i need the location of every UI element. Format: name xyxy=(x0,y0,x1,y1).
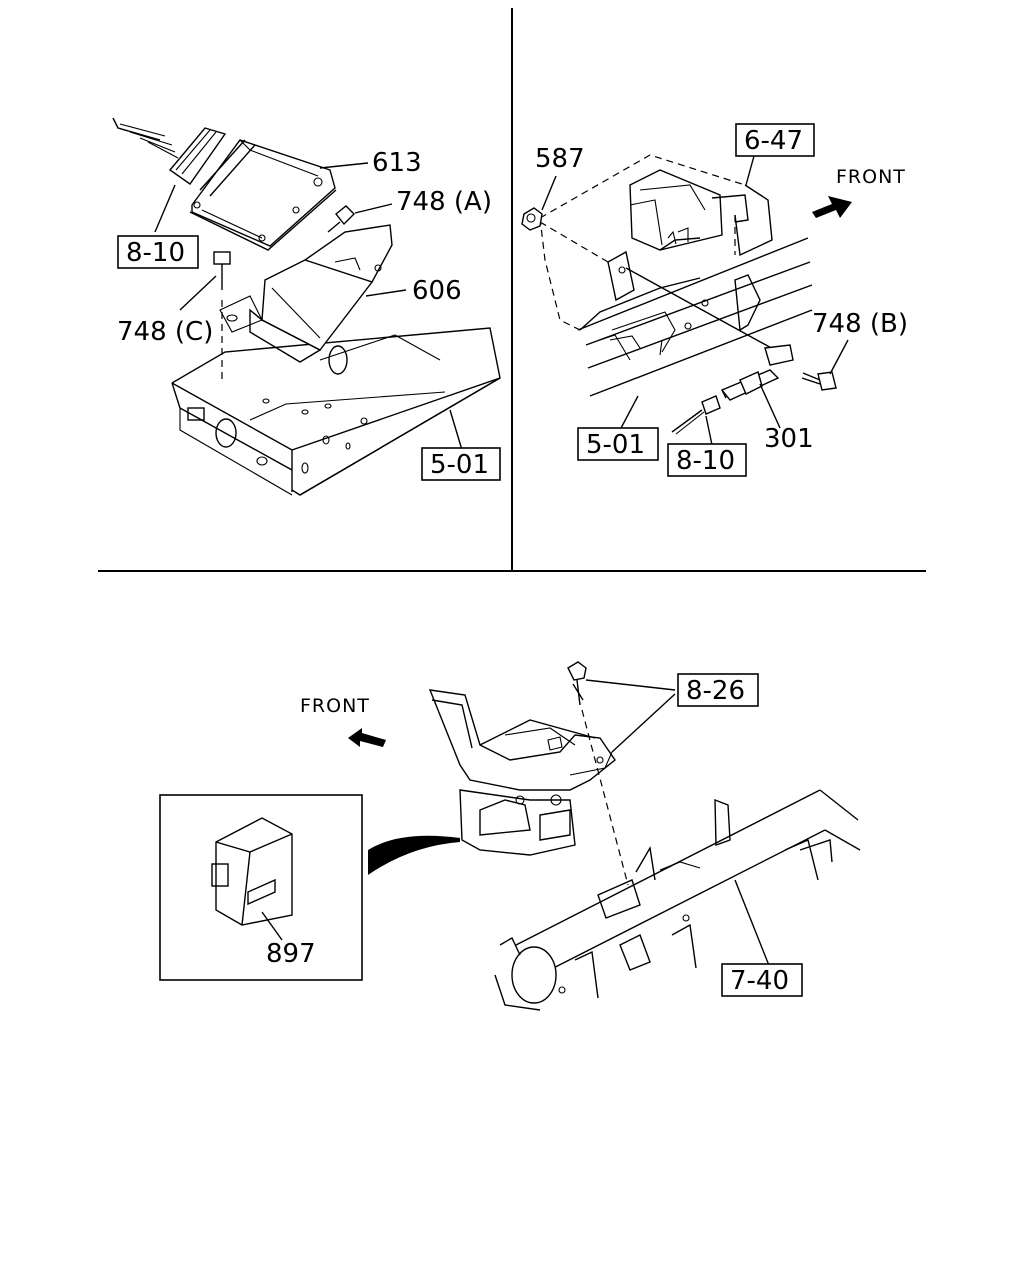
ref-box-5-01 xyxy=(421,447,501,481)
ref-8-10-right: 8-10 xyxy=(676,446,735,476)
front-arrow-top xyxy=(812,196,852,218)
bolt-8-26 xyxy=(567,661,676,886)
bracket-606 xyxy=(219,224,393,363)
nut-587 xyxy=(521,175,557,231)
panel-bottom: FRONT 897 xyxy=(159,661,861,1011)
front-arrow-bottom xyxy=(348,728,386,747)
frame-rail-right xyxy=(577,237,813,397)
sensor-301 xyxy=(720,369,781,429)
bolt-748-c xyxy=(179,251,231,382)
mount-bracket xyxy=(428,689,616,856)
label-301: 301 xyxy=(764,424,814,454)
harness-connector-right xyxy=(671,395,721,446)
ref-8-10: 8-10 xyxy=(126,238,185,268)
ref-box-7-40 xyxy=(721,963,803,997)
ref-box-8-26 xyxy=(677,673,759,707)
label-748-b: 748 (B) xyxy=(812,309,908,339)
ref-box-5-01-right xyxy=(577,427,659,461)
ref-5-01-right: 5-01 xyxy=(586,430,645,460)
label-897: 897 xyxy=(266,939,316,969)
label-606: 606 xyxy=(412,276,462,306)
panel-dividers xyxy=(98,8,926,572)
label-587: 587 xyxy=(535,144,585,174)
ref-7-40: 7-40 xyxy=(730,966,789,996)
leader-606 xyxy=(365,289,407,297)
module-897 xyxy=(211,817,293,941)
ref-box-6-47 xyxy=(735,123,815,157)
ref-box-8-10-right xyxy=(667,443,747,477)
ref-box-8-10 xyxy=(117,235,199,269)
cab-body xyxy=(539,154,773,331)
crossmember-7-40 xyxy=(494,789,861,1011)
label-613: 613 xyxy=(372,148,422,178)
leader-6-47 xyxy=(745,155,755,186)
sensor-bracket xyxy=(539,221,794,366)
leader-613 xyxy=(319,162,369,169)
ref-6-47: 6-47 xyxy=(744,126,803,156)
harness-connector xyxy=(112,117,227,233)
label-748-a: 748 (A) xyxy=(396,187,492,217)
bolt-748-a xyxy=(327,203,393,233)
ref-8-26: 8-26 xyxy=(686,676,745,706)
ecu-613 xyxy=(189,139,337,251)
leader-5-01-right xyxy=(619,395,639,431)
frame-rail-5-01 xyxy=(171,327,501,496)
bolt-748-b xyxy=(801,339,849,391)
panel-top-right: FRONT 587 748 (B) 301 6-47 5-01 8-10 xyxy=(521,123,908,477)
detail-pointer xyxy=(368,835,460,875)
label-748-c: 748 (C) xyxy=(117,317,213,347)
panel-top-left: 613 748 (A) 606 748 (C) 8-10 5-01 xyxy=(112,117,501,496)
ref-5-01: 5-01 xyxy=(430,450,489,480)
leader-5-01 xyxy=(449,409,463,451)
label-front-top: FRONT xyxy=(836,166,906,188)
label-front-bottom: FRONT xyxy=(300,695,370,717)
